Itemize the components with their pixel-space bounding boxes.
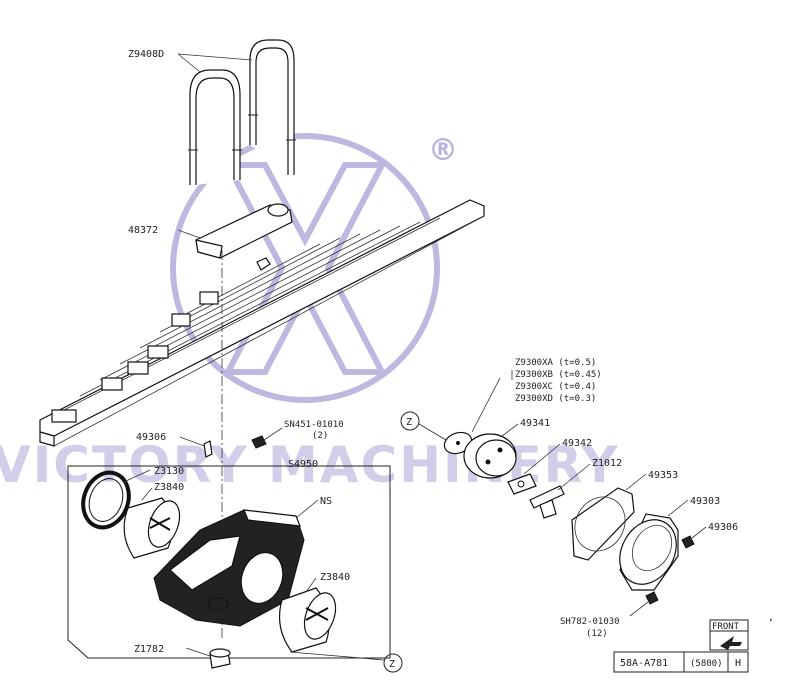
label-shim-c: Z9300XC (t=0.4) (515, 382, 596, 392)
nut (256, 257, 271, 271)
gasket (571, 487, 635, 561)
u-bolt-pair (188, 39, 296, 185)
label-bolt-top-qty: (2) (312, 431, 328, 441)
drawing-number: 58A-A781 (620, 658, 668, 669)
label-cap: 49341 (520, 418, 550, 429)
label-screw-right: 49306 (708, 522, 738, 533)
bushing-right (279, 587, 337, 653)
label-shim-b: Z9300XB (t=0.45) (515, 370, 602, 380)
grease-nipple (203, 440, 213, 458)
spring-seat (195, 203, 293, 259)
label-seal: Z3130 (154, 466, 184, 477)
label-cover: 49303 (690, 496, 720, 507)
label-bushing-right: Z3840 (320, 572, 350, 583)
revision: H (735, 658, 741, 669)
label-screw-right-ref: SH782-01030 (560, 617, 620, 627)
label-spring-seat: 48372 (128, 225, 158, 236)
plate (507, 473, 537, 495)
label-housing: NS (320, 496, 332, 507)
label-bolt: Z1012 (592, 458, 622, 469)
registered-mark: ® (428, 133, 458, 168)
label-plug: Z1782 (134, 644, 164, 655)
leaf-spring (39, 199, 485, 447)
watermark-logo (170, 133, 440, 403)
front-arrow-icon (720, 636, 742, 650)
callout-z-upper (400, 411, 420, 431)
housing (153, 509, 305, 627)
callout-z-upper-text: Z (406, 417, 412, 428)
label-bolt-top: SN451-01010 (284, 420, 344, 430)
label-shim-d: Z9300XD (t=0.3) (515, 394, 596, 404)
bolt (529, 485, 565, 519)
label-plate: 49342 (562, 438, 592, 449)
label-nipple: 49306 (136, 432, 166, 443)
stray-mark: , (768, 612, 774, 623)
title-block (613, 651, 749, 673)
label-screw-right-qty: (12) (586, 629, 608, 639)
shim (443, 431, 473, 455)
label-housing-assy: S4950 (288, 459, 318, 470)
bushing-left (123, 497, 181, 559)
drain-plug (209, 648, 231, 669)
front-indicator (709, 619, 749, 651)
seal-ring (81, 470, 131, 530)
callout-z-lower-text: Z (389, 659, 395, 670)
top-bolt (251, 435, 267, 449)
label-bushing-left: Z3840 (154, 482, 184, 493)
cover (619, 513, 679, 591)
label-ubolt: Z9408D (128, 49, 164, 60)
screw-lower (645, 591, 659, 605)
front-label: FRONT (712, 622, 740, 632)
label-gasket: 49353 (648, 470, 678, 481)
callout-z-lower (383, 653, 403, 673)
cap (463, 433, 517, 479)
model-number: (5800) (690, 659, 723, 669)
label-shim-a: Z9300XA (t=0.5) (515, 358, 596, 368)
assembly-frame (67, 465, 391, 659)
screw-right (681, 535, 695, 549)
